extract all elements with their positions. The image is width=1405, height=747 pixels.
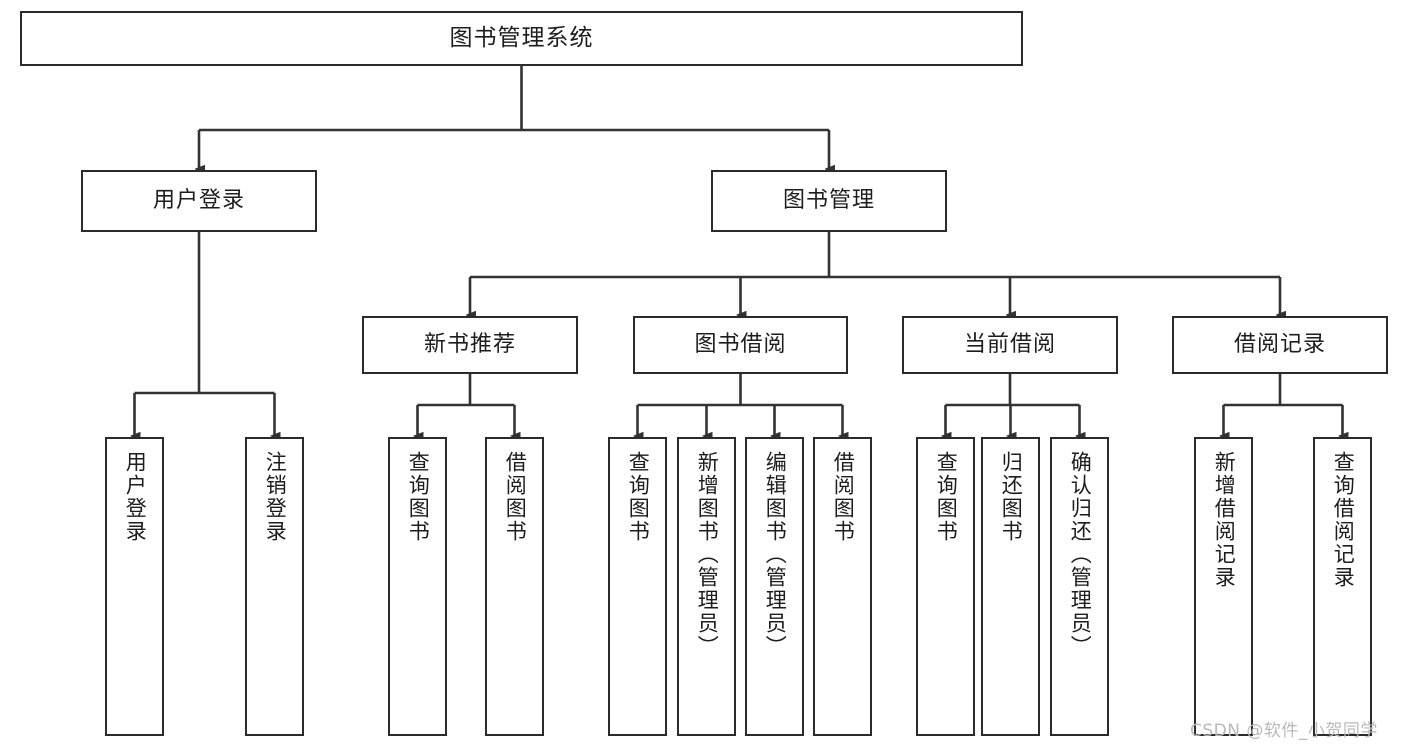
node-label-current-borrow: 当前借阅 [963,331,1056,357]
node-label-leaf-bb-edit: 编辑图书（管理员） [763,451,788,658]
node-current-borrow[interactable]: 当前借阅 [902,316,1118,374]
node-label-root: 图书管理系统 [449,24,594,51]
node-leaf-rec-borrow[interactable]: 借阅图书 [485,437,544,736]
node-label-leaf-cb-confirm: 确认归还（管理员） [1068,451,1093,658]
node-borrow-record[interactable]: 借阅记录 [1172,316,1388,374]
node-label-leaf-br-add: 新增借阅记录 [1212,451,1237,589]
node-leaf-user-login[interactable]: 用户登录 [105,437,164,736]
node-label-book-borrow: 图书借阅 [694,331,787,357]
node-leaf-bb-borrow[interactable]: 借阅图书 [813,437,872,736]
node-label-user-login: 用户登录 [152,187,245,213]
node-leaf-bb-edit[interactable]: 编辑图书（管理员） [745,437,804,736]
node-book-borrow[interactable]: 图书借阅 [633,316,848,374]
node-label-leaf-user-login: 用户登录 [123,451,148,543]
node-leaf-cb-query[interactable]: 查询图书 [916,437,975,736]
node-leaf-bb-query[interactable]: 查询图书 [608,437,667,736]
node-book-manage[interactable]: 图书管理 [711,170,947,232]
node-label-leaf-logout: 注销登录 [263,451,288,543]
node-label-leaf-br-query: 查询借阅记录 [1331,451,1356,589]
node-label-leaf-cb-query: 查询图书 [934,451,959,543]
node-leaf-br-query[interactable]: 查询借阅记录 [1313,437,1372,736]
node-leaf-cb-return[interactable]: 归还图书 [981,437,1040,736]
node-leaf-br-add[interactable]: 新增借阅记录 [1194,437,1253,736]
node-label-leaf-bb-query: 查询图书 [626,451,651,543]
node-label-book-manage: 图书管理 [782,187,875,213]
node-leaf-logout[interactable]: 注销登录 [245,437,304,736]
node-label-leaf-bb-borrow: 借阅图书 [831,451,856,543]
node-label-new-book-rec: 新书推荐 [423,331,516,357]
node-root[interactable]: 图书管理系统 [20,11,1023,66]
node-label-leaf-bb-add: 新增图书（管理员） [695,451,720,658]
node-leaf-cb-confirm[interactable]: 确认归还（管理员） [1050,437,1109,736]
node-label-borrow-record: 借阅记录 [1233,331,1326,357]
node-new-book-rec[interactable]: 新书推荐 [362,316,578,374]
node-label-leaf-cb-return: 归还图书 [999,451,1024,543]
watermark-label: CSDN @软件_小贺同学 [1190,721,1378,741]
edge-layer [135,66,1343,436]
node-label-leaf-rec-borrow: 借阅图书 [503,451,528,543]
node-label-leaf-rec-query: 查询图书 [406,451,431,543]
node-leaf-bb-add[interactable]: 新增图书（管理员） [677,437,736,736]
node-user-login[interactable]: 用户登录 [81,170,317,232]
node-leaf-rec-query[interactable]: 查询图书 [388,437,447,736]
